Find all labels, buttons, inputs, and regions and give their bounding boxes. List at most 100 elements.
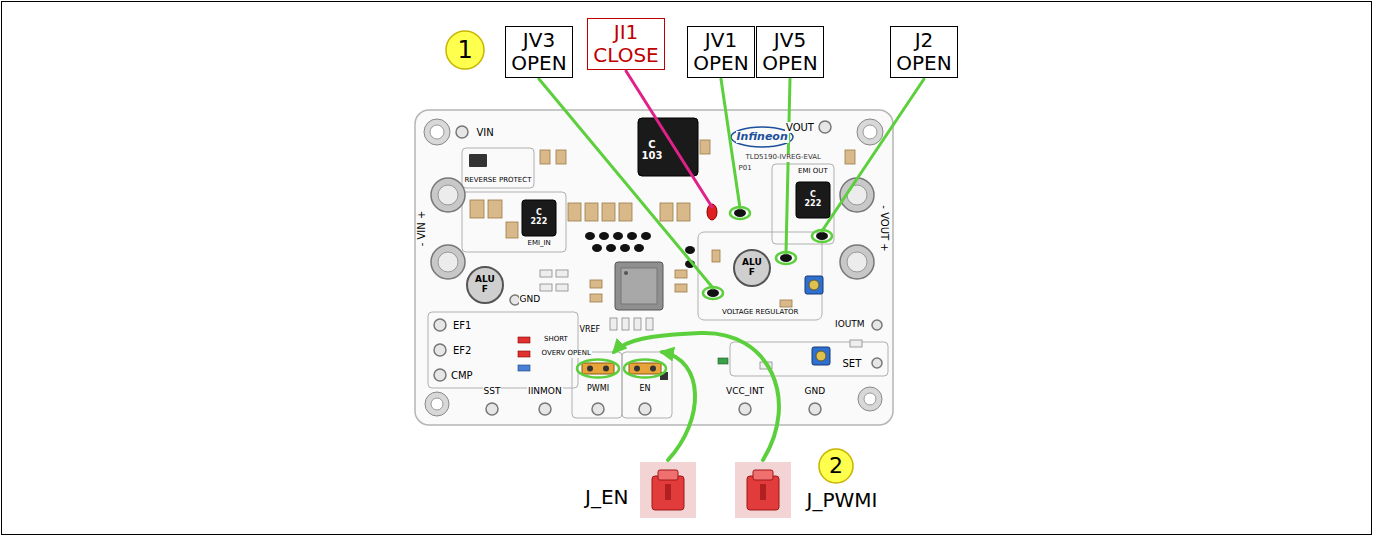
pin-name: VREF [579,326,602,335]
pin-header [587,366,593,372]
smd-resistor [850,340,862,347]
pin-name: VCC_INT [725,387,765,397]
callout-circle [819,449,853,483]
pin-name: GND [519,295,542,305]
smd-capacitor [660,203,673,221]
mounting-hole [857,119,883,145]
test-point [592,403,604,415]
pin-name: IINMON [527,387,563,397]
jumper-picture [760,484,766,500]
section-name: REVERSE PROTECT [464,177,533,185]
led-name: SHORT [543,336,569,344]
brand-logo: Infineon [736,131,789,143]
via-pad [734,209,746,217]
mounting-hole [431,398,443,410]
via-pad [707,289,719,297]
jumper-picture [652,476,684,510]
mounting-hole [424,119,883,416]
pin-name: VOUT [785,122,815,133]
jumper-highlight [577,360,619,378]
via-pad [592,244,602,252]
test-point [872,320,882,330]
pin-name: SET [842,358,863,369]
jumper-setting-box: JI1 CLOSE [587,18,664,70]
potentiometer [805,276,830,365]
smd-capacitor [556,150,566,164]
smd-capacitor [590,294,602,302]
jumper-picture [658,470,678,480]
smd-resistor [540,284,552,291]
smd-capacitor [602,203,615,221]
section-name: EMI_IN [527,240,552,248]
leader-line [626,71,712,207]
jumper-setting-box: JV1 OPEN [687,26,754,78]
leader-line [539,79,713,288]
placement-arrow [662,352,695,460]
board-revision: P01 [738,165,753,173]
setting-text: JV1 OPEN [693,29,748,75]
test-point [456,126,468,138]
silkscreen-section [698,232,822,320]
logo-oval [731,127,793,147]
test-point [872,358,882,368]
led-name: OVERV OPENL [541,350,592,358]
mounting-hole [864,393,876,405]
jumper-picture [665,484,671,500]
via-pad [585,209,828,297]
pin-name: CMP [450,370,474,381]
electrolytic-capacitor [467,267,503,303]
section-name: VOLTAGE REGULATOR [721,309,799,317]
small-chip [469,154,487,167]
smd-resistor [540,270,552,277]
component-marking: C 222 [804,191,823,209]
callout-number: 1 [457,37,474,63]
via-pad [585,232,595,240]
test-point [434,344,446,356]
led [518,351,530,357]
via-pad [627,232,637,240]
via-pad [685,246,695,254]
component-marking: C 103 [641,139,664,161]
jumper-picture [640,462,791,518]
pin-name: VIN [476,127,495,138]
pin-name: PWMI [586,385,610,394]
smd-capacitor [568,203,581,221]
via-pad [599,232,609,240]
smd-resistor [646,318,653,330]
callout-circle [446,31,853,483]
power-terminal [438,185,458,205]
mounting-hole [863,125,877,139]
power-terminal [840,245,874,279]
smd-capacitor [712,250,720,262]
component-marking: ALU F [741,258,763,278]
setting-text: J2 OPEN [896,29,951,75]
setting-text: JI1 CLOSE [593,21,658,67]
smd-capacitor [780,300,792,307]
smd-resistor [622,318,629,330]
potentiometer [805,276,823,294]
pin-header [582,363,661,374]
board-outline [415,110,893,425]
smd-capacitor [700,140,710,154]
test-point [809,403,821,415]
via-pad [780,254,792,262]
leader-line [721,79,740,208]
inductor [522,118,830,236]
power-terminal [431,245,465,279]
smd-capacitor [488,200,502,218]
smd-capacitor [506,222,518,238]
via-pad [641,232,651,240]
jumper-picture [753,470,773,480]
inductor [796,182,830,218]
component-marking: ALU F [474,275,496,295]
silkscreen-section [622,352,672,418]
controller-chip [615,262,663,310]
callout-number: 2 [828,454,844,478]
pin-name: EF1 [452,320,472,331]
evaluation-board [415,110,893,425]
smd-resistor [540,270,862,369]
jumper-picture [640,462,696,518]
via-pad [606,244,616,252]
